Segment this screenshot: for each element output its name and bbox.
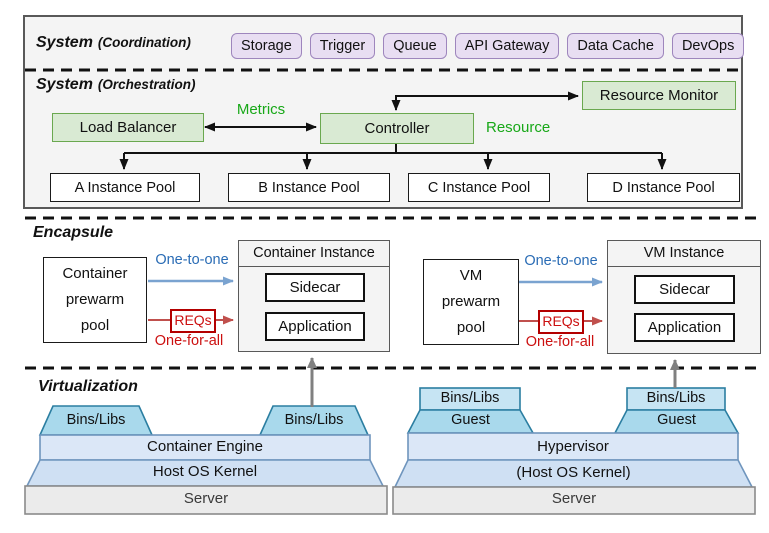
instance-pool-c: C Instance Pool (408, 173, 550, 202)
orchestration-subtitle: (Orchestration) (97, 77, 196, 92)
one-for-all-label-vm: One-for-all (525, 334, 595, 350)
coordination-subtitle: (Coordination) (97, 35, 191, 50)
load-balancer-node: Load Balancer (52, 113, 204, 142)
instance-pool-b: B Instance Pool (228, 173, 390, 202)
guest-label-left: Guest (451, 412, 490, 428)
application-box-container: Application (265, 312, 365, 341)
instance-pool-d: D Instance Pool (587, 173, 740, 202)
server-layer-right (392, 486, 756, 515)
vm-bins-libs-label-right: Bins/Libs (646, 390, 706, 406)
service-trigger: Trigger (309, 33, 376, 59)
container-engine-layer (39, 434, 371, 461)
application-box-vm: Application (634, 313, 735, 342)
coordination-title: System (36, 34, 93, 51)
service-devops: DevOps (671, 33, 745, 59)
resource-monitor-node: Resource Monitor (582, 81, 736, 110)
vm-pool-line2: prewarm (441, 293, 501, 311)
hypervisor-label: Hypervisor (537, 438, 609, 455)
coordination-heading: System (Coordination) (36, 34, 191, 52)
bins-libs-label-right: Bins/Libs (284, 412, 344, 428)
container-instance-title: Container Instance (239, 241, 389, 267)
server-layer-left (24, 485, 388, 515)
one-for-all-label-container: One-for-all (154, 333, 224, 349)
service-api-gateway: API Gateway (454, 33, 560, 59)
server-label-right: Server (551, 490, 597, 507)
vm-bins-libs-label-left: Bins/Libs (440, 390, 500, 406)
reqs-badge-container: REQs (170, 309, 216, 333)
encapsule-heading: Encapsule (33, 224, 114, 241)
one-to-one-label-vm: One-to-one (524, 253, 598, 269)
service-data-cache: Data Cache (567, 33, 664, 59)
container-prewarm-pool: Container prewarm pool (43, 257, 147, 343)
metrics-label: Metrics (236, 101, 286, 118)
vm-pool-line1: VM (459, 267, 483, 285)
orchestration-title: System (36, 76, 93, 93)
virtualization-heading: Virtualization (38, 378, 138, 395)
container-pool-line1: Container (62, 265, 128, 283)
bins-libs-label-left: Bins/Libs (66, 412, 126, 428)
service-queue: Queue (383, 33, 447, 59)
container-pool-line2: prewarm (65, 291, 125, 309)
instance-pool-a: A Instance Pool (50, 173, 200, 202)
host-os-kernel-label: Host OS Kernel (152, 463, 258, 480)
controller-node: Controller (320, 113, 474, 144)
guest-label-right: Guest (657, 412, 696, 428)
orchestration-heading: System (Orchestration) (36, 76, 195, 94)
vm-instance-title: VM Instance (608, 241, 760, 267)
reqs-badge-vm: REQs (538, 310, 584, 334)
coordination-services: Storage Trigger Queue API Gateway Data C… (231, 33, 745, 59)
server-label-left: Server (183, 490, 229, 507)
vm-instance-panel: VM Instance Sidecar Application (607, 240, 761, 354)
sidecar-box-container: Sidecar (265, 273, 365, 302)
vm-pool-line3: pool (456, 318, 486, 336)
service-storage: Storage (231, 33, 302, 59)
container-instance-panel: Container Instance Sidecar Application (238, 240, 390, 352)
one-to-one-label-container: One-to-one (155, 252, 229, 268)
container-pool-line3: pool (80, 316, 110, 334)
container-engine-label: Container Engine (147, 438, 263, 455)
sidecar-box-vm: Sidecar (634, 275, 735, 304)
host-os-kernel-label-vm: (Host OS Kernel) (516, 464, 631, 481)
resource-label: Resource (486, 119, 551, 136)
vm-prewarm-pool: VM prewarm pool (423, 259, 519, 345)
hypervisor-layer (407, 432, 739, 461)
